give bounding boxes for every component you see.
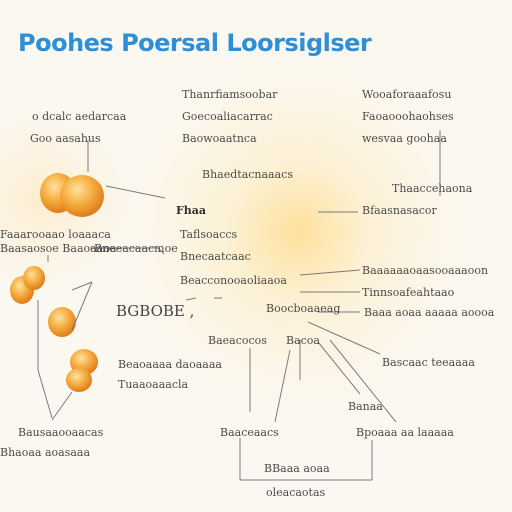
label-l3: Thanrfiamsoobar — [182, 88, 278, 101]
label-l27: Bascaac teeaaaa — [382, 356, 475, 369]
label-l32: Bpoaaa aa laaaaa — [356, 426, 454, 439]
label-l24: Bacoa — [286, 334, 320, 347]
label-l4: Goecoaliacarrac — [182, 110, 273, 123]
label-l33: BBaaa aoaa — [264, 462, 330, 475]
label-l20: Baasaosoe Baaoaaoa — [0, 242, 117, 255]
label-l6: Bhaedtacnaaacs — [202, 168, 293, 181]
label-l31: Baaceaacs — [220, 426, 279, 439]
label-l17: Tinnsoafeahtaao — [362, 286, 455, 299]
label-l15: Beacconooaoliaaoa — [180, 274, 287, 287]
label-l30: Bhaoaa aoasaaa — [0, 446, 91, 459]
label-l12: Fhaa — [176, 204, 207, 217]
label-l22: Boocboaaeag — [266, 302, 341, 315]
label-l29: Bausaaooaacas — [18, 426, 104, 439]
label-l1: o dcalc aedarcaa — [32, 110, 127, 123]
label-l16: Baaaaaaoaasooaaaoon — [362, 264, 489, 277]
label-l35: BGBOBE , — [116, 302, 195, 320]
label-l9: wesvaa goohaa — [362, 132, 447, 145]
label-l14: Bnecaatcaac — [180, 250, 251, 263]
node-blob-lower — [66, 349, 98, 392]
label-l2: Goo aasahus — [30, 132, 101, 145]
label-l25: Beaoaaaa daoaaaa — [118, 358, 222, 371]
label-l11: Bfaasnasacor — [362, 204, 437, 217]
label-l26: Tuaaoaaacla — [118, 378, 189, 391]
label-l10: Thaaccehaona — [392, 182, 473, 195]
label-l34: oleacaotas — [266, 486, 326, 499]
label-l19: Faaarooaao loaaaca — [0, 228, 111, 241]
node-blob-left — [10, 266, 45, 304]
label-l28: Banaa — [348, 400, 383, 413]
diagram-title: Poohes Poersal Loorsiglser — [18, 29, 372, 57]
label-l5: Baowoaatnca — [182, 132, 257, 145]
label-l23: Baeacocos — [208, 334, 267, 347]
connector-lines — [37, 130, 441, 481]
label-l8: Faoaooohaohses — [362, 110, 454, 123]
node-blob-large — [40, 173, 104, 217]
label-l13: Taflsoaccs — [180, 228, 238, 241]
node-blob-middle — [48, 307, 76, 337]
label-l7: Wooaforaaafosu — [362, 88, 452, 101]
label-l21: Bneeacaacmoe — [94, 242, 178, 255]
label-l18: Baaa aoaa aaaaa aoooa — [364, 306, 495, 319]
